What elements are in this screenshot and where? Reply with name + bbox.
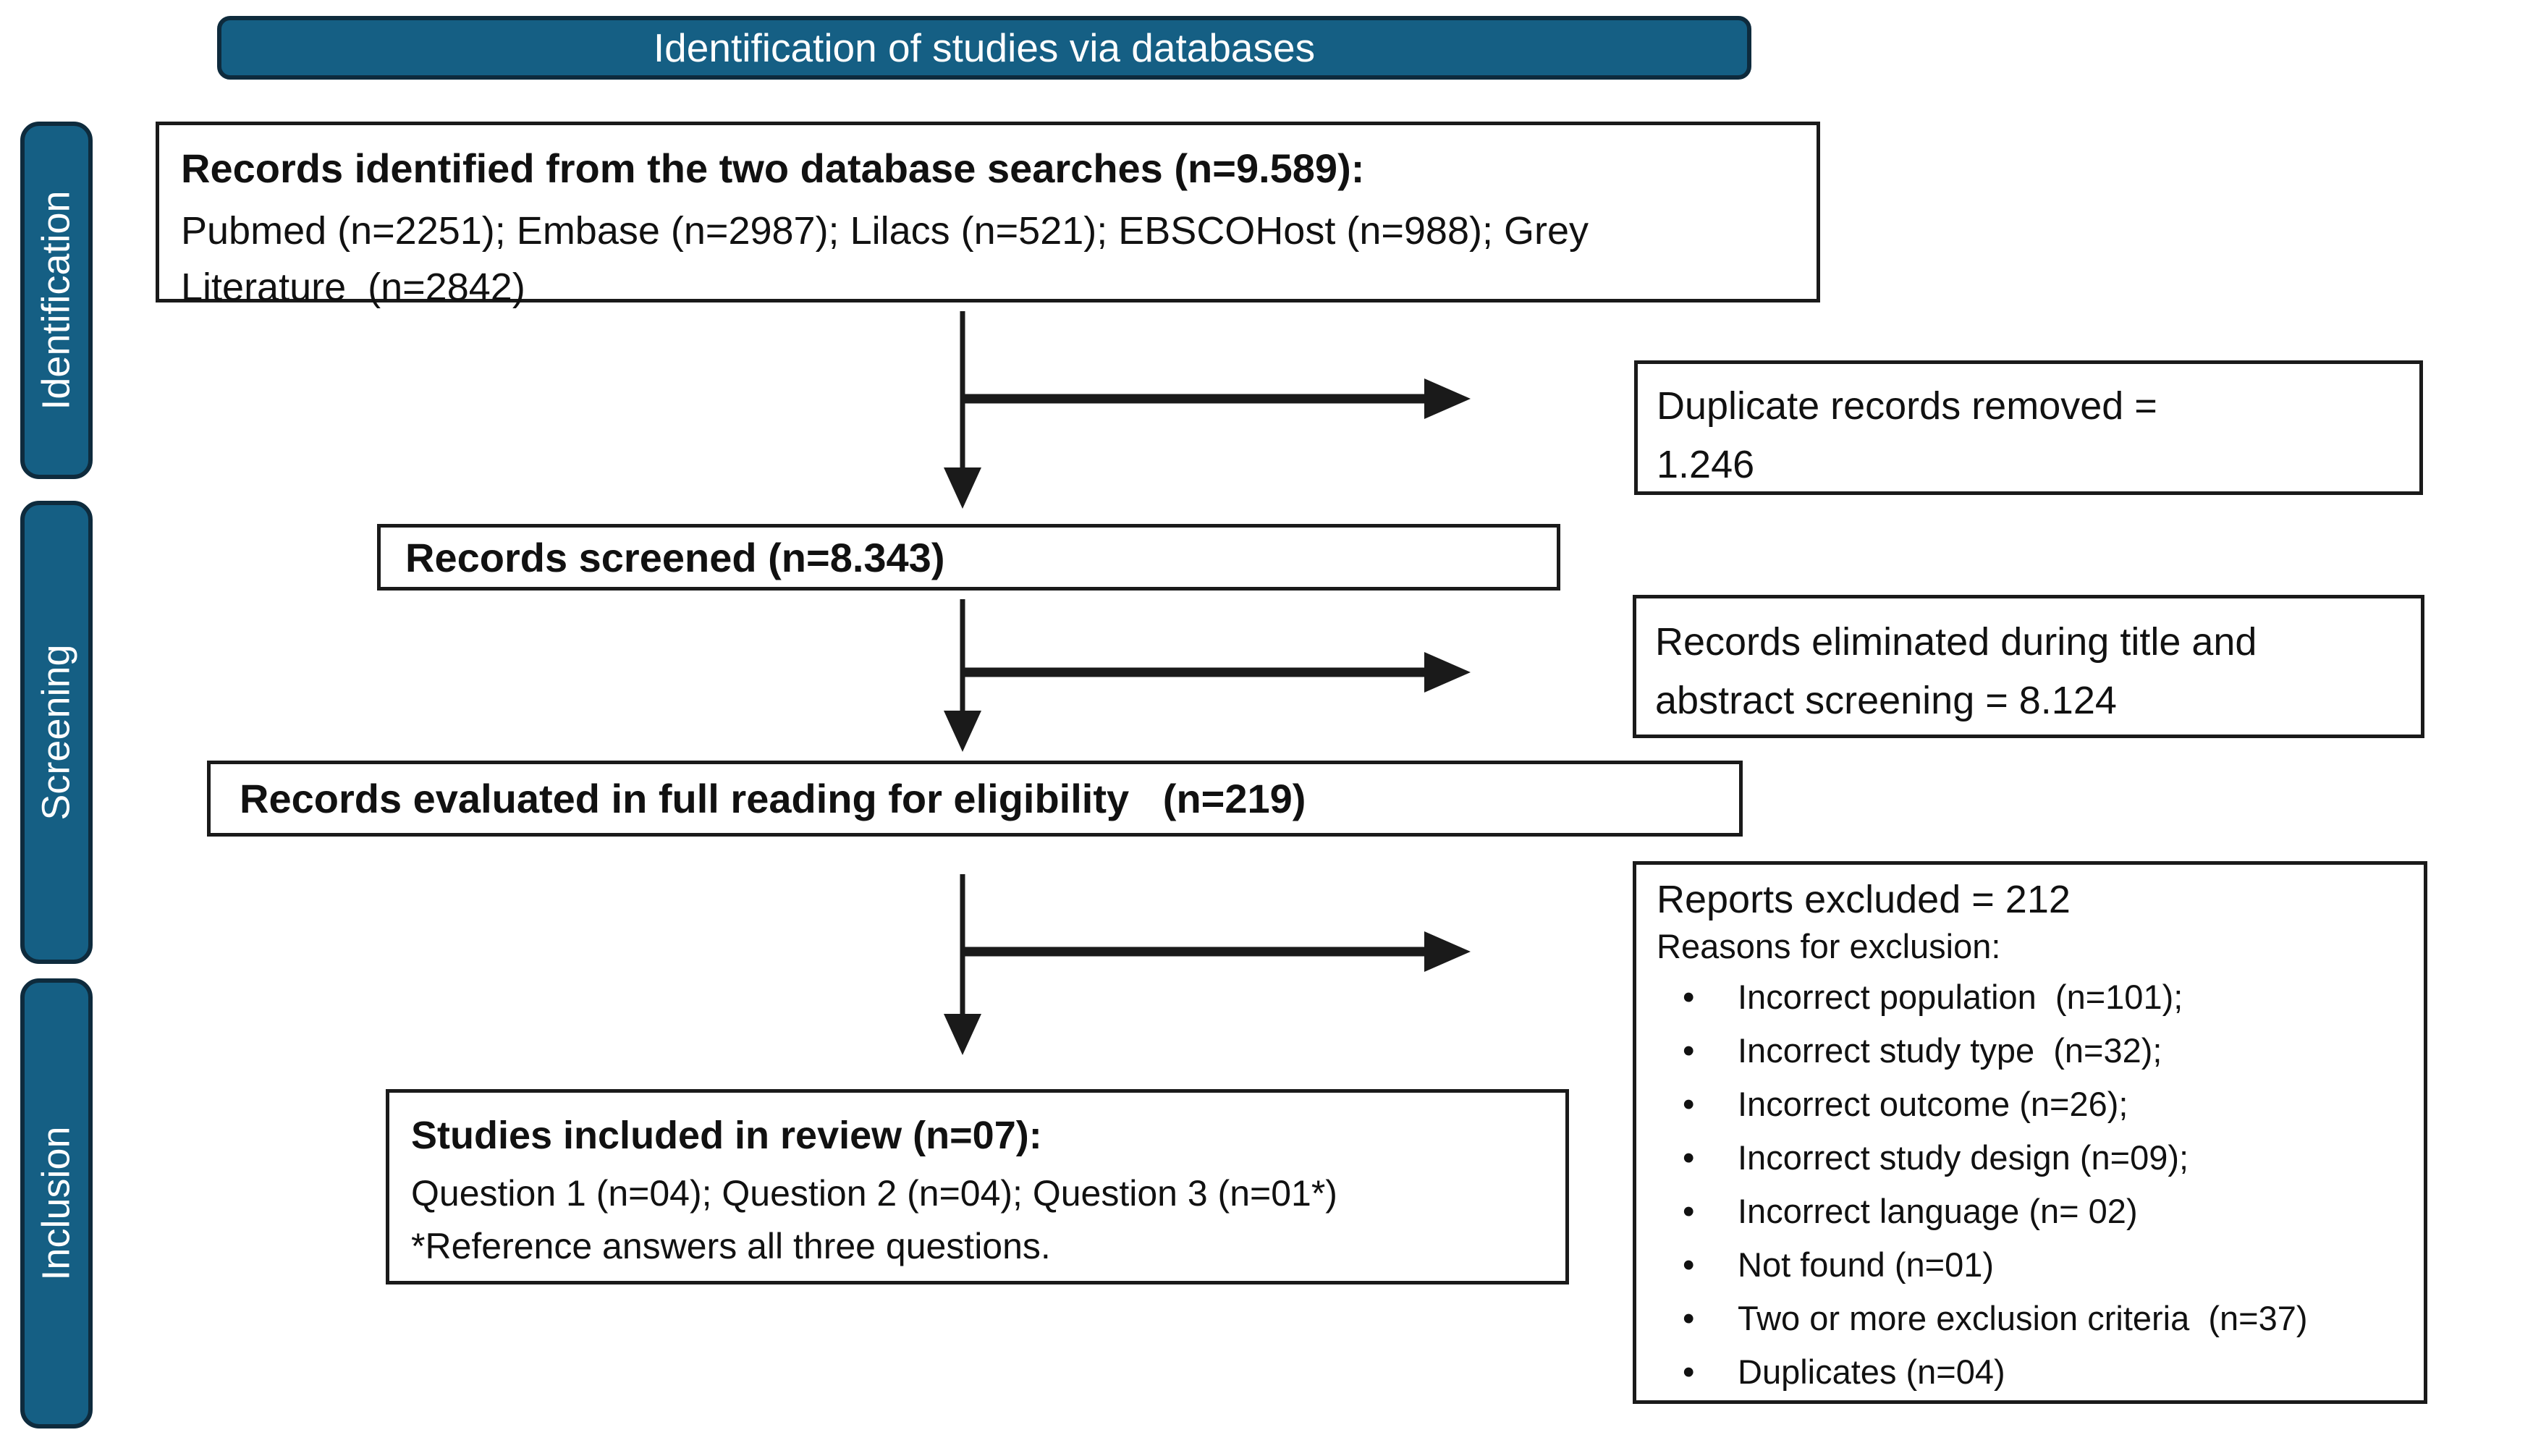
- records-identified-detail: Pubmed (n=2251); Embase (n=2987); Lilacs…: [181, 208, 1589, 310]
- reports-excluded-title: Reports excluded = 212: [1657, 878, 2071, 921]
- records-screened-box: Records screened (n=8.343): [377, 524, 1560, 591]
- exclusion-reason-item: Incorrect study type (n=32);: [1657, 1024, 2403, 1078]
- arrowhead-down-3: [944, 1014, 981, 1055]
- exclusion-reason-item: Duplicates (n=04): [1657, 1345, 2403, 1399]
- exclusion-reasons-list: Incorrect population (n=101); Incorrect …: [1657, 970, 2403, 1399]
- diagram-title-banner: Identification of studies via databases: [217, 16, 1751, 80]
- arrowhead-right-1: [1424, 378, 1471, 419]
- reasons-for-exclusion-label: Reasons for exclusion:: [1657, 927, 2001, 965]
- stage-tab-identification: Identification: [20, 122, 93, 479]
- exclusion-reason-item: Incorrect language (n= 02): [1657, 1185, 2403, 1238]
- studies-included-note: *Reference answers all three questions.: [411, 1226, 1051, 1267]
- stage-tab-screening: Screening: [20, 501, 93, 964]
- arrowhead-right-3: [1424, 931, 1471, 972]
- exclusion-reason-item: Incorrect study design (n=09);: [1657, 1131, 2403, 1185]
- stage-label-identification: Identification: [35, 190, 79, 410]
- exclusion-reason-item: Incorrect population (n=101);: [1657, 970, 2403, 1024]
- arrowhead-down-1: [944, 467, 981, 509]
- records-screened-title: Records screened (n=8.343): [405, 534, 945, 580]
- records-identified-box: Records identified from the two database…: [156, 122, 1820, 309]
- studies-included-box: Studies included in review (n=07): Quest…: [386, 1089, 1569, 1284]
- stage-tab-inclusion: Inclusion: [20, 978, 93, 1429]
- studies-included-title: Studies included in review (n=07):: [411, 1114, 1042, 1157]
- records-eliminated-box: Records eliminated during title and abst…: [1633, 595, 2424, 738]
- stage-label-inclusion: Inclusion: [35, 1126, 79, 1281]
- duplicates-removed-box: Duplicate records removed = 1.246: [1634, 360, 2423, 495]
- records-evaluated-box: Records evaluated in full reading for el…: [207, 761, 1743, 837]
- exclusion-reason-item: Two or more exclusion criteria (n=37): [1657, 1292, 2403, 1345]
- reports-excluded-box: Reports excluded = 212 Reasons for exclu…: [1633, 861, 2427, 1404]
- stage-label-screening: Screening: [35, 644, 79, 821]
- records-evaluated-title: Records evaluated in full reading for el…: [240, 776, 1306, 821]
- arrowhead-down-2: [944, 711, 981, 752]
- arrowhead-right-2: [1424, 652, 1471, 693]
- exclusion-reason-item: Incorrect outcome (n=26);: [1657, 1078, 2403, 1131]
- exclusion-reason-item: Not found (n=01): [1657, 1238, 2403, 1292]
- records-identified-title: Records identified from the two database…: [181, 145, 1365, 191]
- studies-included-detail: Question 1 (n=04); Question 2 (n=04); Qu…: [411, 1173, 1337, 1214]
- diagram-title: Identification of studies via databases: [653, 25, 1316, 70]
